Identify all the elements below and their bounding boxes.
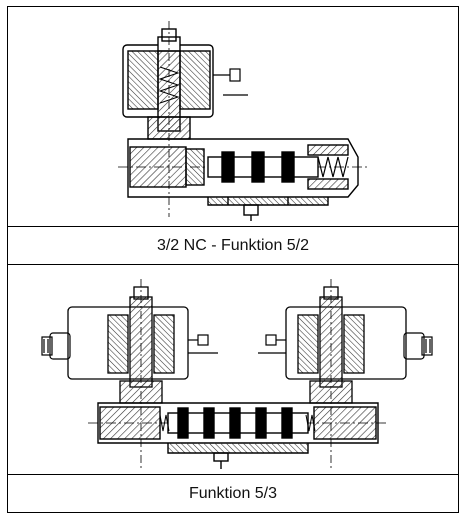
valve-5-2-drawing <box>118 21 368 221</box>
top-drawing-panel <box>8 7 458 227</box>
valve-body-icon <box>88 402 388 469</box>
valve-5-3-drawing <box>41 279 433 470</box>
electrical-connector-icon <box>258 334 286 354</box>
solenoid-coil-icon <box>285 279 407 470</box>
valve-body-icon <box>118 138 368 221</box>
cable-gland-icon <box>41 332 71 360</box>
caption-function-5-3: Funktion 5/3 <box>188 485 278 502</box>
bottom-caption-row: Funktion 5/3 <box>8 475 458 513</box>
bottom-drawing-panel <box>8 265 458 475</box>
electrical-connector-icon <box>188 334 218 354</box>
electrical-connector-icon <box>213 68 248 96</box>
top-caption-row: 3/2 NC - Funktion 5/2 <box>8 227 458 265</box>
solenoid-coil-icon <box>122 21 214 217</box>
figure-frame: 3/2 NC - Funktion 5/2 <box>7 6 459 513</box>
solenoid-coil-icon <box>67 279 189 470</box>
cable-gland-icon <box>403 332 433 360</box>
caption-function-5-2: 3/2 NC - Funktion 5/2 <box>156 236 310 254</box>
